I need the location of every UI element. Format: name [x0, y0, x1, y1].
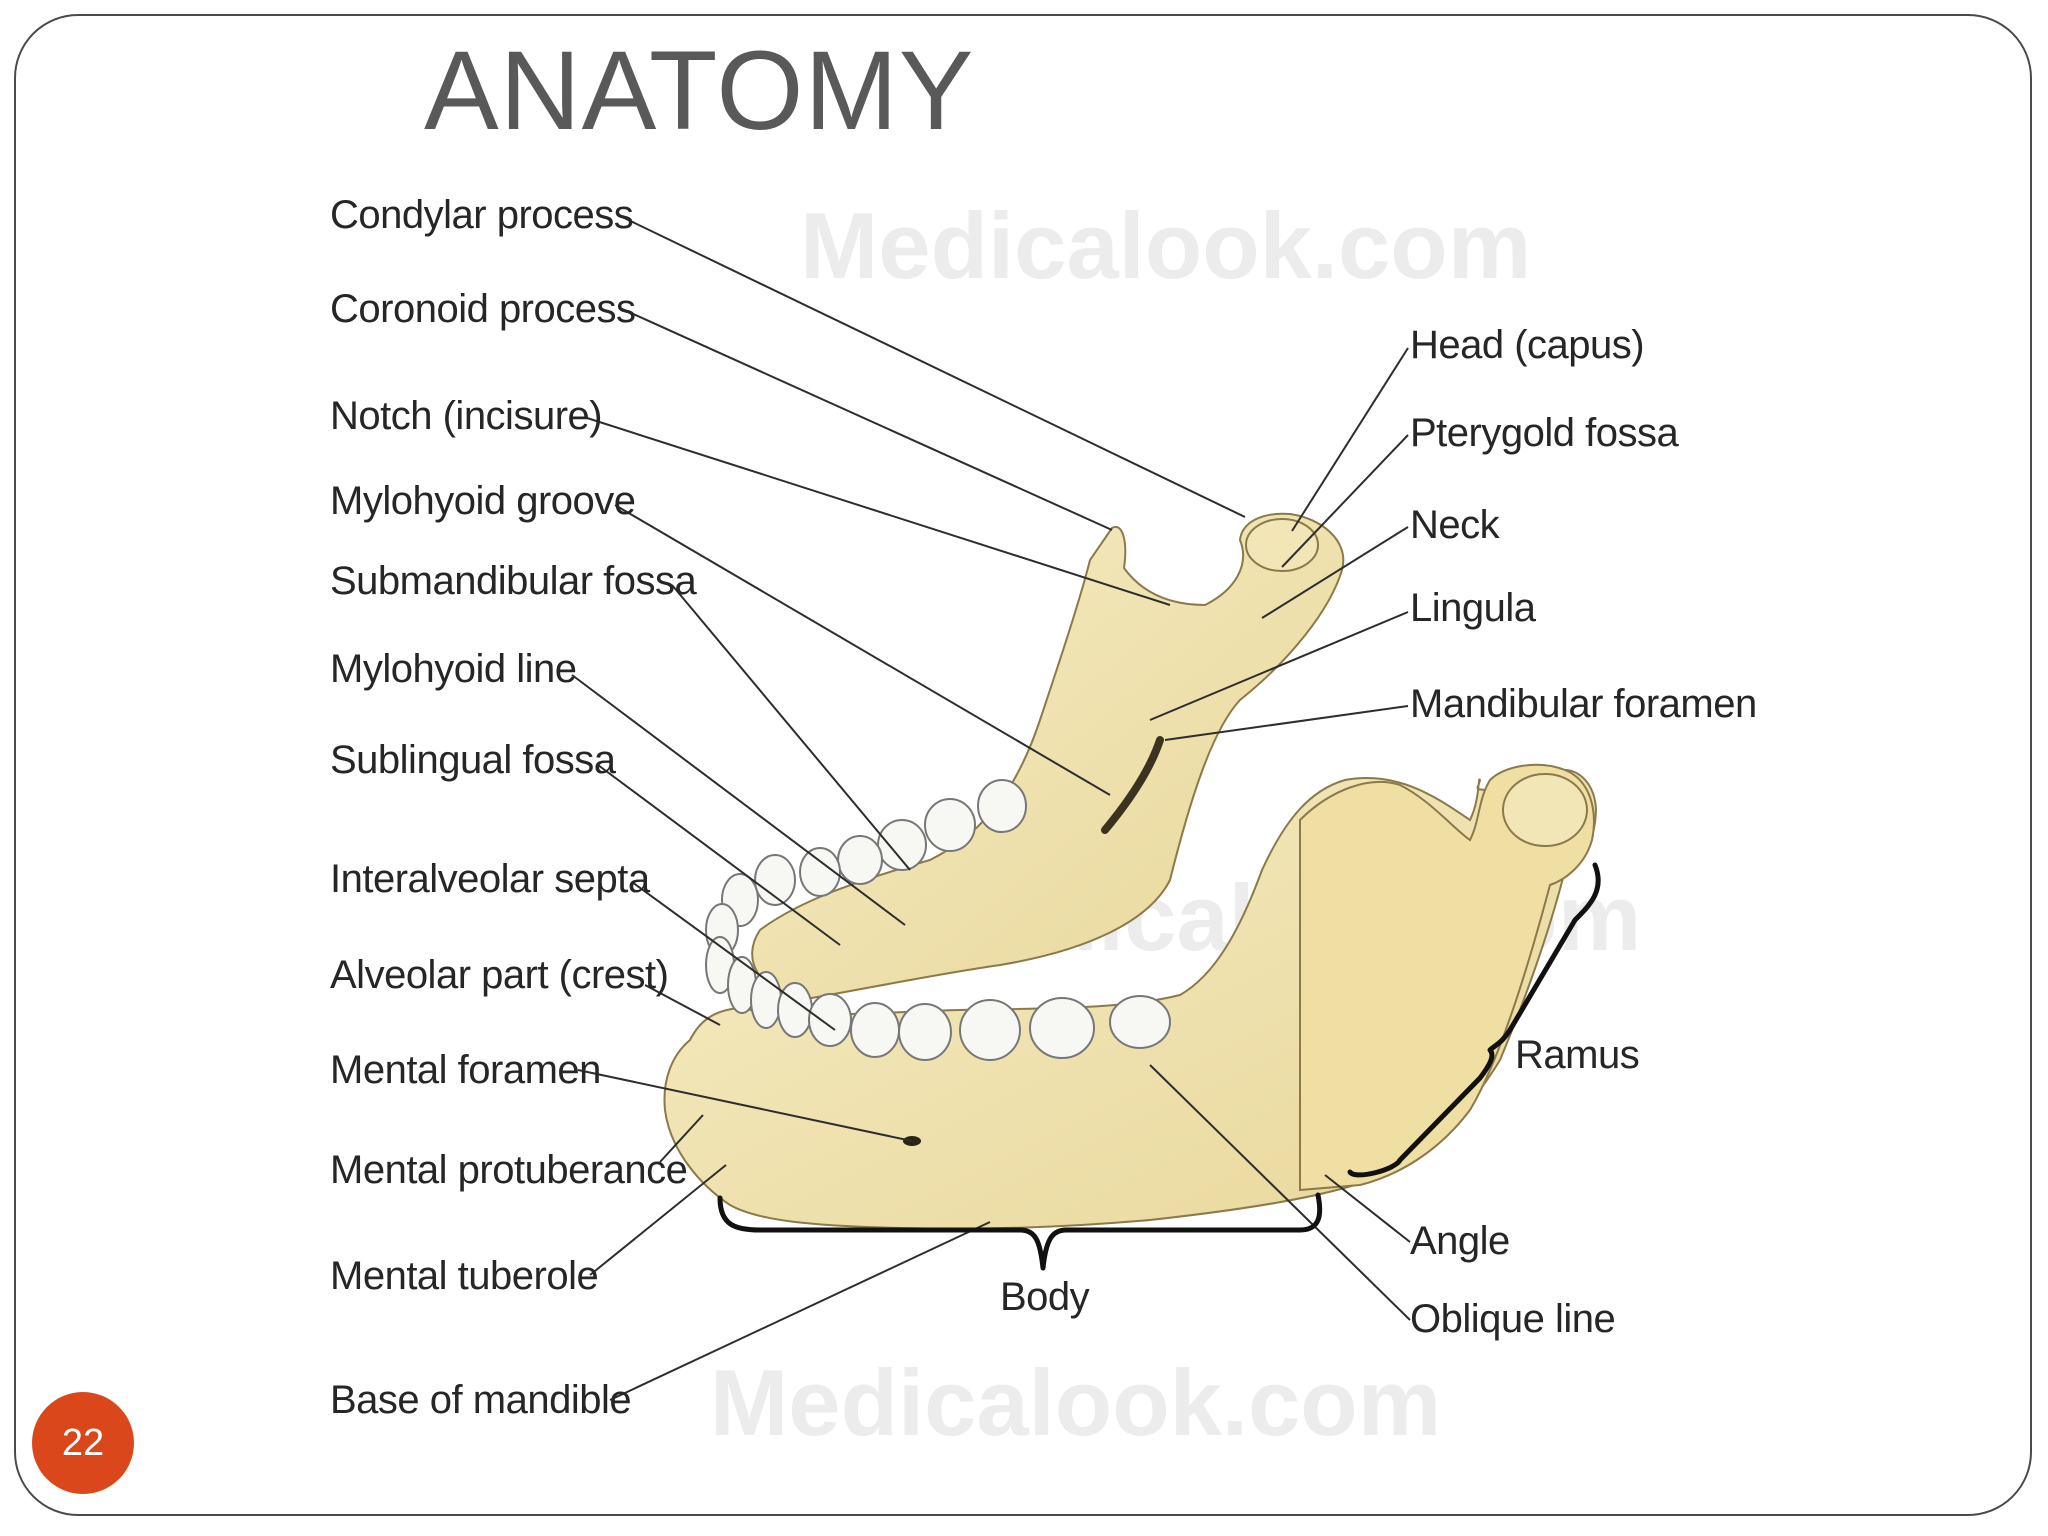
label-lingula: Lingula	[1410, 586, 1537, 630]
label-mylohyoid-line: Mylohyoid line	[330, 647, 576, 691]
label-angle: Angle	[1410, 1219, 1510, 1263]
right-labels: Head (capus) Pterygold fossa Neck Lingul…	[1410, 323, 1757, 1341]
label-ramus: Ramus	[1515, 1033, 1639, 1077]
label-mylohyoid-groove: Mylohyoid groove	[330, 479, 636, 523]
condyle-head	[1245, 518, 1319, 572]
label-interalveolar-septa: Interalveolar septa	[330, 857, 651, 901]
left-labels: Condylar process Coronoid process Notch …	[330, 193, 698, 1422]
label-alveolar-part: Alveolar part (crest)	[330, 953, 668, 997]
watermark-text: Medicalook.com	[800, 193, 1531, 298]
watermark-text: Medicalook.com	[710, 1350, 1441, 1455]
label-neck: Neck	[1410, 503, 1501, 547]
label-pterygold-fossa: Pterygold fossa	[1410, 411, 1679, 455]
label-head: Head (capus)	[1410, 323, 1644, 367]
label-mandibular-foramen: Mandibular foramen	[1410, 682, 1757, 726]
label-coronoid-process: Coronoid process	[330, 287, 636, 331]
label-submandibular-fossa: Submandibular fossa	[330, 559, 698, 603]
label-oblique-line: Oblique line	[1410, 1297, 1615, 1341]
label-base-of-mandible: Base of mandible	[330, 1378, 631, 1422]
left-ramus	[751, 512, 1345, 1002]
label-body: Body	[1000, 1275, 1090, 1319]
mandible-illustration	[663, 512, 1598, 1230]
leader-lines	[571, 214, 1411, 1401]
body-brace	[717, 1192, 1323, 1271]
label-mental-tuberole: Mental tuberole	[330, 1254, 598, 1298]
label-sublingual-fossa: Sublingual fossa	[330, 738, 617, 782]
front-teeth	[705, 936, 1171, 1061]
label-notch: Notch (incisure)	[330, 394, 602, 438]
page-number-badge: 22	[32, 1392, 134, 1494]
label-mental-protuberance: Mental protuberance	[330, 1148, 687, 1192]
slide-title: ANATOMY	[424, 28, 975, 153]
mandibular-groove	[1101, 736, 1164, 834]
condyle-head	[1502, 773, 1588, 847]
back-teeth	[705, 779, 1027, 957]
label-condylar-process: Condylar process	[330, 193, 633, 237]
label-mental-foramen: Mental foramen	[330, 1048, 601, 1092]
right-ramus	[1299, 763, 1595, 1192]
ramus-brace	[1347, 862, 1601, 1178]
